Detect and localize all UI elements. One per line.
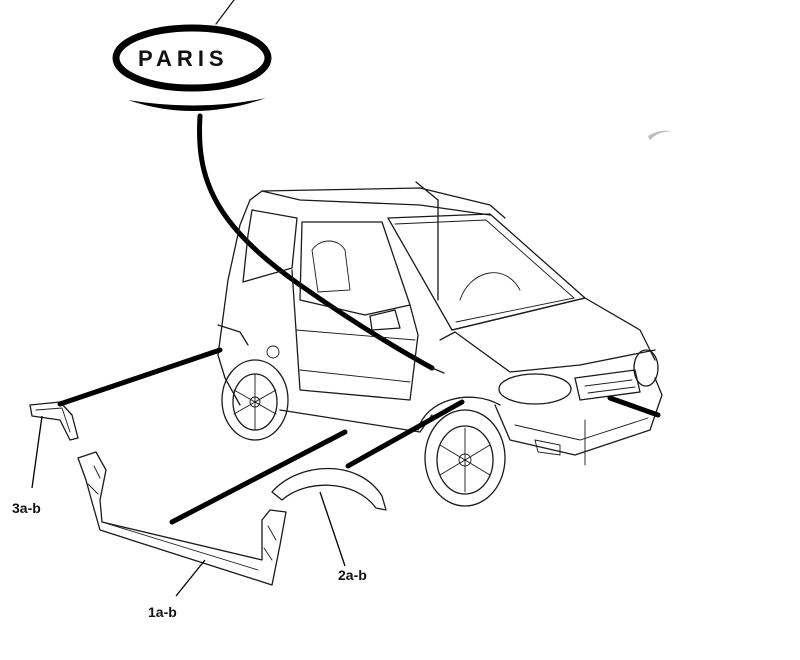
part-2-shape [271, 467, 387, 511]
roof-inner [261, 190, 491, 216]
part-2-label: 2a-b [338, 567, 367, 583]
steering-wheel [459, 272, 521, 301]
part-1-end-detail-right [263, 525, 277, 561]
rear-spokes [233, 373, 277, 431]
front-door [291, 269, 419, 401]
rear-quarter [217, 354, 241, 406]
badge-leader-tip [431, 367, 445, 374]
front-spokes [439, 427, 491, 493]
front-hub [458, 453, 472, 467]
badge-underline [128, 98, 266, 112]
headlight-left [498, 373, 572, 405]
front-wheel-arch [417, 396, 501, 431]
hood-front-edge [439, 331, 656, 373]
part-1-crease [101, 521, 259, 571]
rear-hub [249, 396, 261, 408]
part-1-callout-line [175, 559, 206, 597]
part-3-label: 3a-b [12, 500, 41, 516]
badge-text: PARIS [138, 46, 229, 71]
part-3-shape [29, 401, 79, 441]
part-3-callout-line [31, 415, 43, 489]
part-3-leader [57, 347, 223, 407]
roof-line [249, 187, 506, 219]
headlight-right [633, 349, 659, 387]
rocker-line [279, 409, 433, 433]
part-2-callout-line [319, 491, 346, 567]
door-moulding [299, 369, 411, 383]
fog-light [534, 439, 561, 456]
windscreen [387, 213, 586, 331]
part-1-side-sill: 1a-b [77, 429, 348, 620]
part-3-rear-trim: 3a-b [12, 347, 223, 516]
part-1-label: 1a-b [148, 604, 177, 620]
part-1-leader [169, 429, 348, 525]
seat [311, 240, 351, 293]
front-bumper [494, 377, 663, 456]
part-2-front-trim: 2a-b [271, 399, 465, 583]
fuel-cap [266, 345, 280, 359]
antenna [415, 181, 439, 201]
hood [451, 297, 656, 361]
badge-oval [112, 24, 272, 92]
front-door-window [299, 221, 411, 316]
badge-pointer-line [215, 0, 235, 25]
rear-side-window [242, 209, 298, 283]
bumper-line [514, 417, 649, 441]
rear-arch-top [217, 324, 249, 346]
grille [574, 369, 641, 401]
door-crease [295, 329, 416, 341]
part-2-leader [345, 399, 465, 469]
front-tyre [424, 409, 506, 507]
rear-pillar [217, 199, 251, 356]
grille-slats [584, 379, 636, 394]
front-leader-line [607, 395, 661, 418]
rear-wheel [221, 359, 289, 441]
front-wheel [417, 396, 506, 507]
car-illustration [217, 181, 663, 466]
part-1-end-detail [87, 465, 101, 495]
scan-mark [648, 130, 672, 140]
part-3-inner [35, 407, 71, 433]
paris-badge: PARIS [112, 0, 445, 374]
windscreen-inner [394, 219, 575, 323]
front-rim [436, 425, 494, 495]
part-1-shape [77, 451, 287, 586]
rear-tyre [221, 359, 289, 441]
side-mirror [369, 309, 401, 331]
